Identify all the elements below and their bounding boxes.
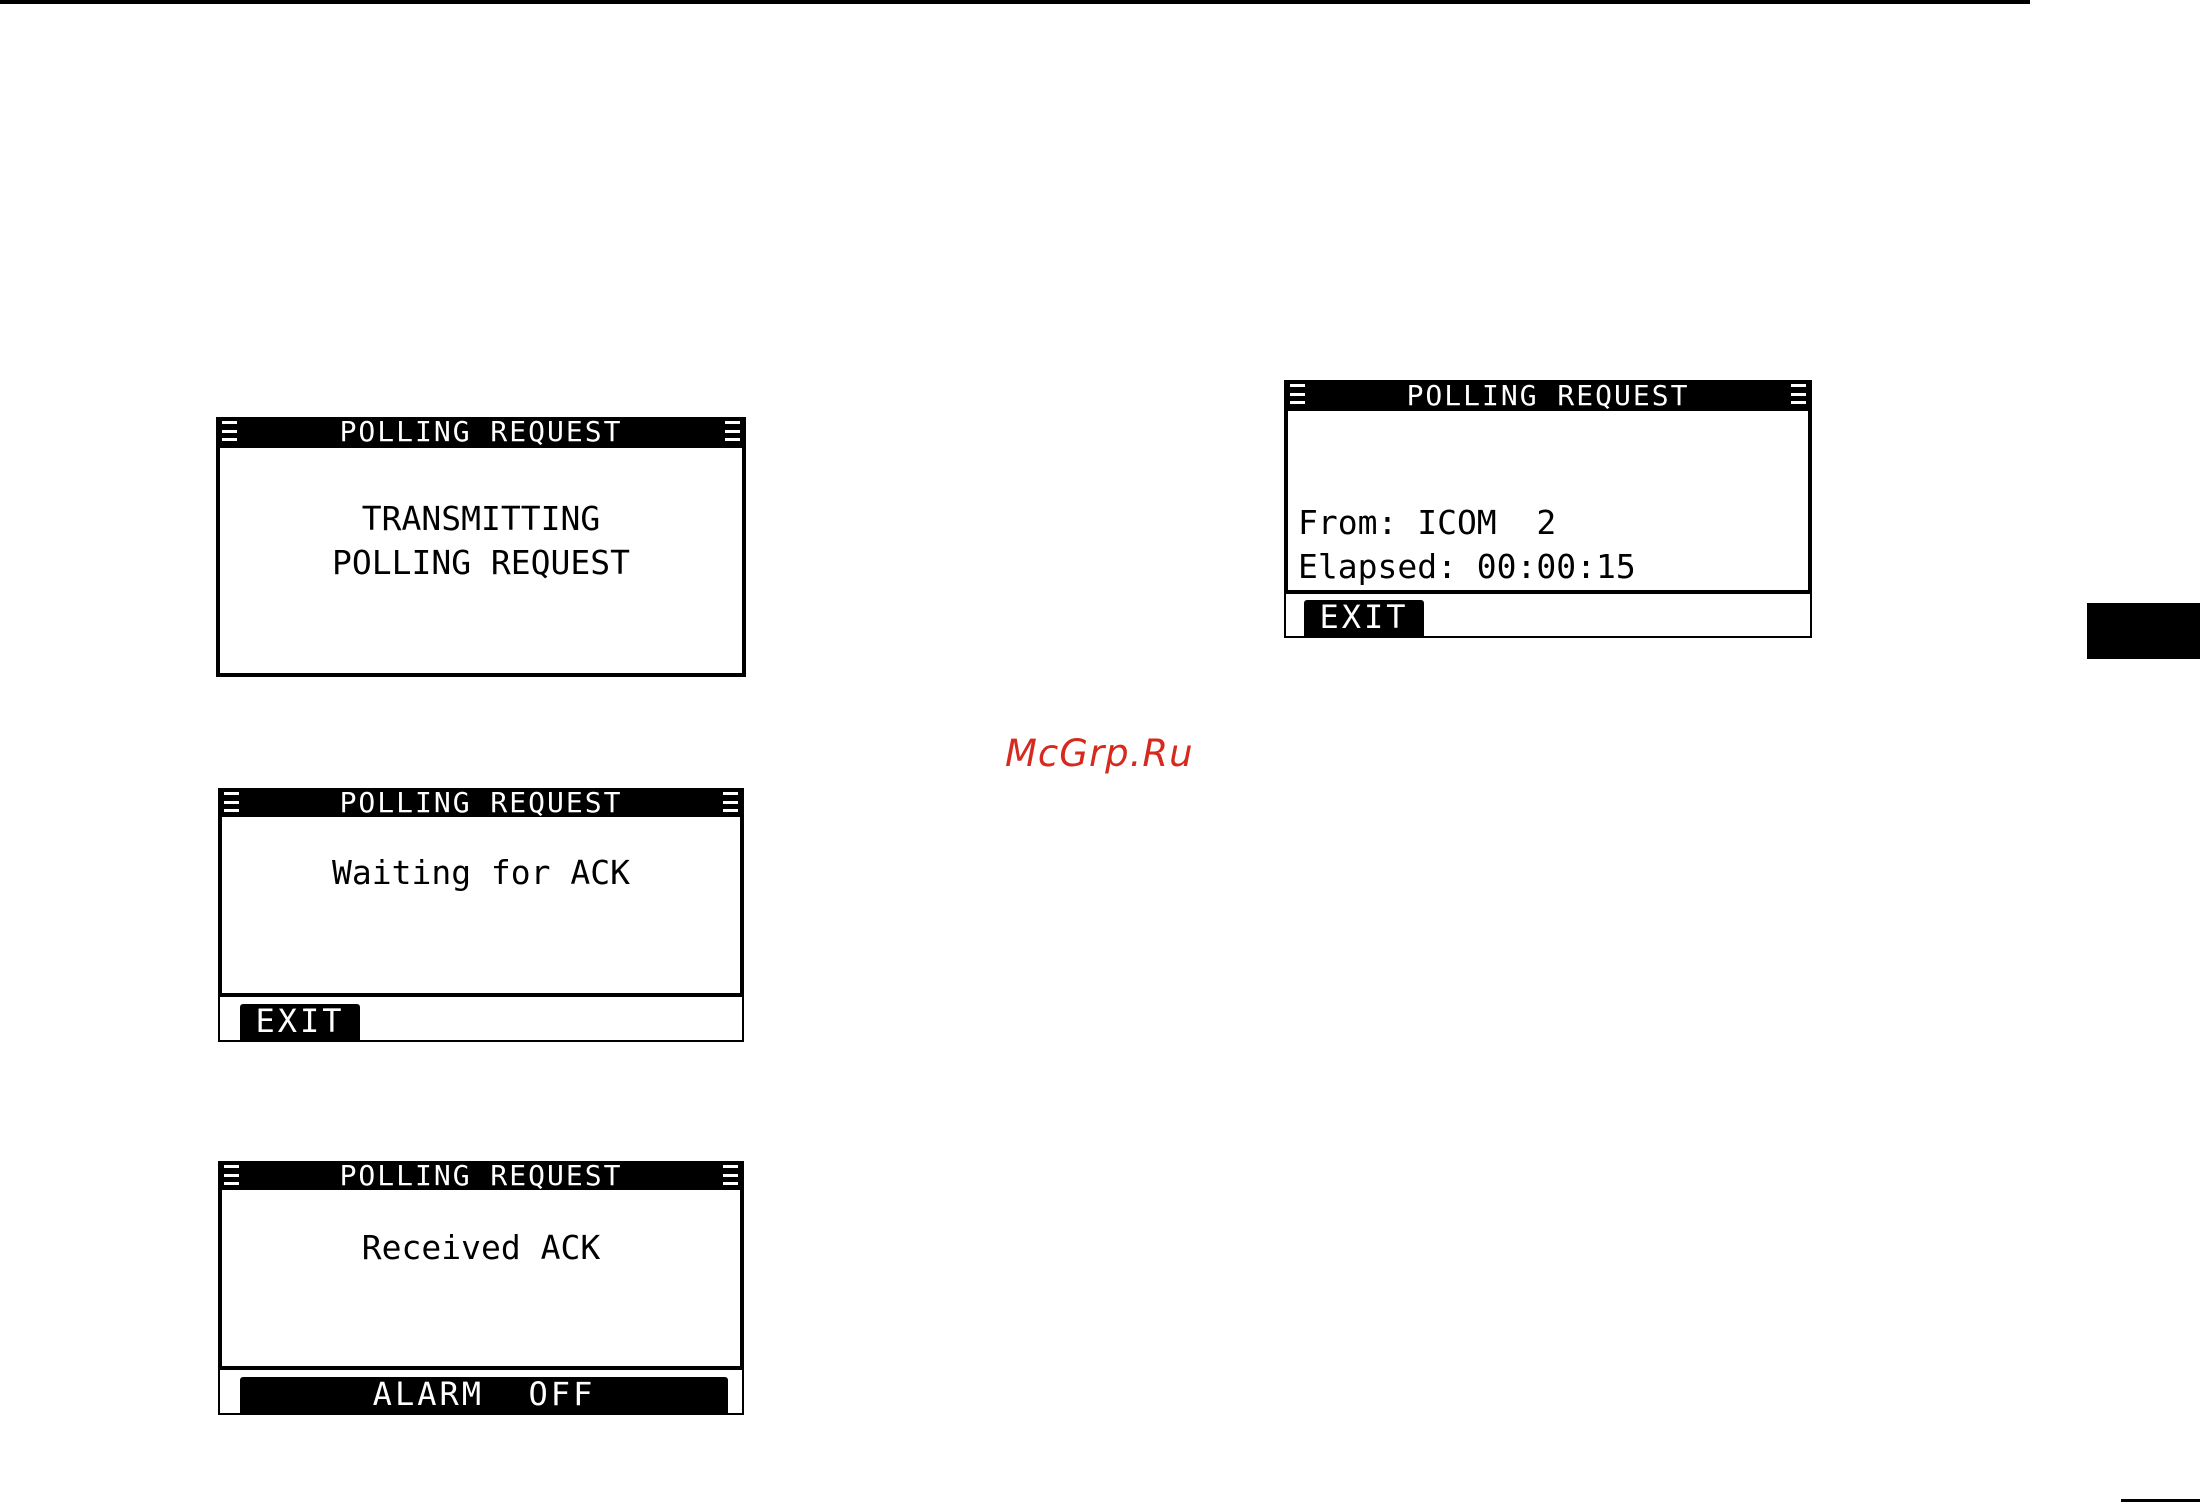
screen-title-bar: POLLING REQUEST bbox=[1284, 380, 1812, 411]
menu-icon bbox=[723, 792, 738, 812]
alarm-off-softkey[interactable]: ALARM OFF bbox=[240, 1377, 728, 1413]
page-corner-rule bbox=[2121, 1499, 2200, 1502]
page-top-rule bbox=[0, 0, 2030, 4]
lcd-screen-waiting: POLLING REQUEST Waiting for ACK EXIT bbox=[218, 788, 744, 1042]
status-line-1: TRANSMITTING bbox=[220, 497, 742, 541]
softkey-bar: ALARM OFF bbox=[218, 1370, 744, 1415]
lcd-screen-received: POLLING REQUEST Received ACK ALARM OFF bbox=[218, 1161, 744, 1415]
watermark-text: McGrp.Ru bbox=[1005, 732, 1194, 775]
screen-title-bar: POLLING REQUEST bbox=[216, 417, 746, 448]
menu-icon bbox=[1290, 384, 1305, 404]
screen-title-bar: POLLING REQUEST bbox=[218, 1161, 744, 1190]
screen-title-bar: POLLING REQUEST bbox=[218, 788, 744, 817]
screen-title: POLLING REQUEST bbox=[340, 1159, 623, 1192]
softkey-bar: EXIT bbox=[1284, 592, 1812, 638]
status-message: Received ACK bbox=[222, 1226, 740, 1270]
softkey-bar: EXIT bbox=[218, 997, 744, 1042]
menu-icon bbox=[725, 421, 740, 441]
elapsed-time-line: Elapsed: 00:00:15 bbox=[1288, 545, 1808, 589]
lcd-screen-result: POLLING REQUEST From: ICOM 2 Elapsed: 00… bbox=[1284, 380, 1812, 638]
section-tab-marker bbox=[2087, 603, 2200, 659]
menu-icon bbox=[224, 792, 239, 812]
exit-softkey[interactable]: EXIT bbox=[1304, 600, 1424, 636]
menu-icon bbox=[222, 421, 237, 441]
status-message: Waiting for ACK bbox=[222, 851, 740, 895]
screen-title: POLLING REQUEST bbox=[340, 415, 623, 448]
menu-icon bbox=[224, 1165, 239, 1185]
menu-icon bbox=[1791, 384, 1806, 404]
screen-body: From: ICOM 2 Elapsed: 00:00:15 bbox=[1284, 411, 1812, 594]
from-line: From: ICOM 2 bbox=[1288, 501, 1808, 545]
screen-title: POLLING REQUEST bbox=[1407, 379, 1690, 412]
status-line-2: POLLING REQUEST bbox=[220, 541, 742, 585]
screen-body: Received ACK bbox=[218, 1190, 744, 1370]
screen-title: POLLING REQUEST bbox=[340, 786, 623, 819]
lcd-screen-transmitting: POLLING REQUEST TRANSMITTING POLLING REQ… bbox=[216, 417, 746, 677]
screen-body: Waiting for ACK bbox=[218, 817, 744, 997]
menu-icon bbox=[723, 1165, 738, 1185]
exit-softkey[interactable]: EXIT bbox=[240, 1004, 360, 1040]
